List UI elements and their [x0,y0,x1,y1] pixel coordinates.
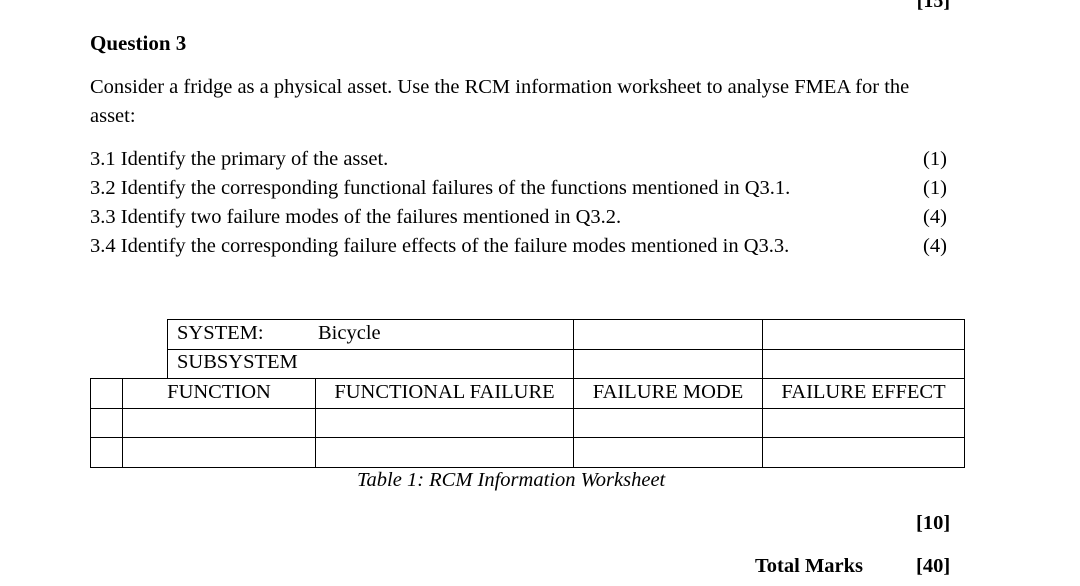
subsystem-label: SUBSYSTEM [177,351,298,373]
system-value: Bicycle [318,322,381,344]
task-marks: (1) [923,148,947,170]
task-marks: (4) [923,206,947,228]
column-header-function: FUNCTION [167,381,271,403]
task-text: 3.3 Identify two failure modes of the fa… [90,206,622,228]
table-border [315,378,316,468]
task-text: 3.1 Identify the primary of the asset. [90,148,389,170]
question-heading: Question 3 [90,31,187,55]
task-marks: (1) [923,177,947,199]
task-marks: (4) [923,235,947,257]
column-header-functional-failure: FUNCTIONAL FAILURE [334,381,555,403]
table-border [167,319,965,320]
task-text: 3.2 Identify the corresponding functiona… [90,177,791,199]
table-border [573,319,574,468]
previous-question-marks: [15] [916,0,950,12]
table-border [167,349,965,350]
column-header-failure-mode: FAILURE MODE [592,381,744,403]
table-border [90,378,91,468]
task-text: 3.4 Identify the corresponding failure e… [90,235,790,257]
intro-line-1: Consider a fridge as a physical asset. U… [90,76,910,98]
table-border [762,319,763,468]
question-intro: Consider a fridge as a physical asset. U… [90,73,970,131]
table-border [167,319,168,379]
table-border [90,408,965,409]
table-caption: Table 1: RCM Information Worksheet [357,469,666,491]
intro-line-2: asset: [90,105,136,127]
system-label: SYSTEM: [177,322,264,344]
column-header-failure-effect: FAILURE EFFECT [781,381,946,403]
table-border [90,378,965,379]
total-marks-label: Total Marks [755,555,864,577]
total-marks-value: [40] [916,555,951,577]
section-marks: [10] [916,512,951,534]
table-border [90,467,965,468]
table-border [122,378,123,468]
table-border [90,437,965,438]
table-border [964,319,965,468]
